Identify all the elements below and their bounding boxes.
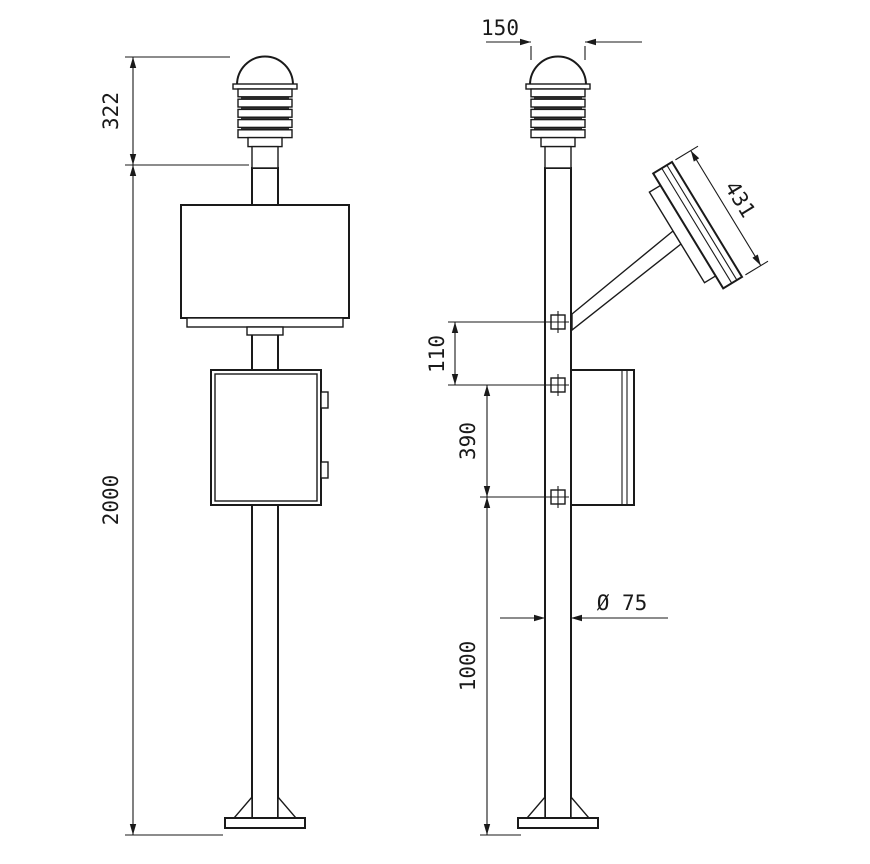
dimension-total-height: 2000 (99, 165, 223, 836)
solar-panel-strut (571, 229, 682, 332)
front-view (180, 55, 350, 829)
solar-panel-front (180, 204, 350, 336)
pole-clamps (547, 311, 569, 508)
cabinet-hinge-top (320, 391, 329, 409)
dimension-lower-height: 1000 (456, 497, 521, 836)
solar-panel-slab (651, 160, 744, 290)
cabinet-hinge-bottom (320, 461, 329, 479)
dim-label-2000: 2000 (99, 475, 123, 526)
dim-label-322: 322 (99, 92, 123, 130)
dim-label-diameter-75: Ø 75 (597, 591, 648, 615)
dimension-panel-to-cabinet: 110 (425, 321, 549, 386)
dimension-sensor-width: 150 (481, 16, 642, 60)
dimension-sensor-height: 322 (99, 56, 249, 166)
solar-panel-face (180, 204, 350, 319)
dim-label-431: 431 (720, 177, 760, 222)
cabinet-door (214, 373, 318, 502)
dim-label-110: 110 (425, 335, 449, 373)
side-view (517, 55, 744, 829)
dim-label-150: 150 (481, 16, 519, 40)
sensor-front (232, 55, 298, 169)
dim-label-1000: 1000 (456, 641, 480, 692)
solar-panel-frame (186, 317, 344, 328)
dim-label-390: 390 (456, 422, 480, 460)
solar-panel-bracket (246, 326, 284, 336)
sensor-side (525, 55, 591, 169)
dimension-layer: 322 2000 150 431 (99, 16, 769, 836)
cabinet-side-body (570, 369, 635, 506)
cabinet-side (570, 369, 635, 506)
dimension-cabinet-span: 390 (456, 385, 549, 498)
solar-panel-side (648, 160, 744, 290)
dimension-pole-diameter: Ø 75 (500, 591, 668, 622)
cabinet-front (210, 369, 329, 506)
